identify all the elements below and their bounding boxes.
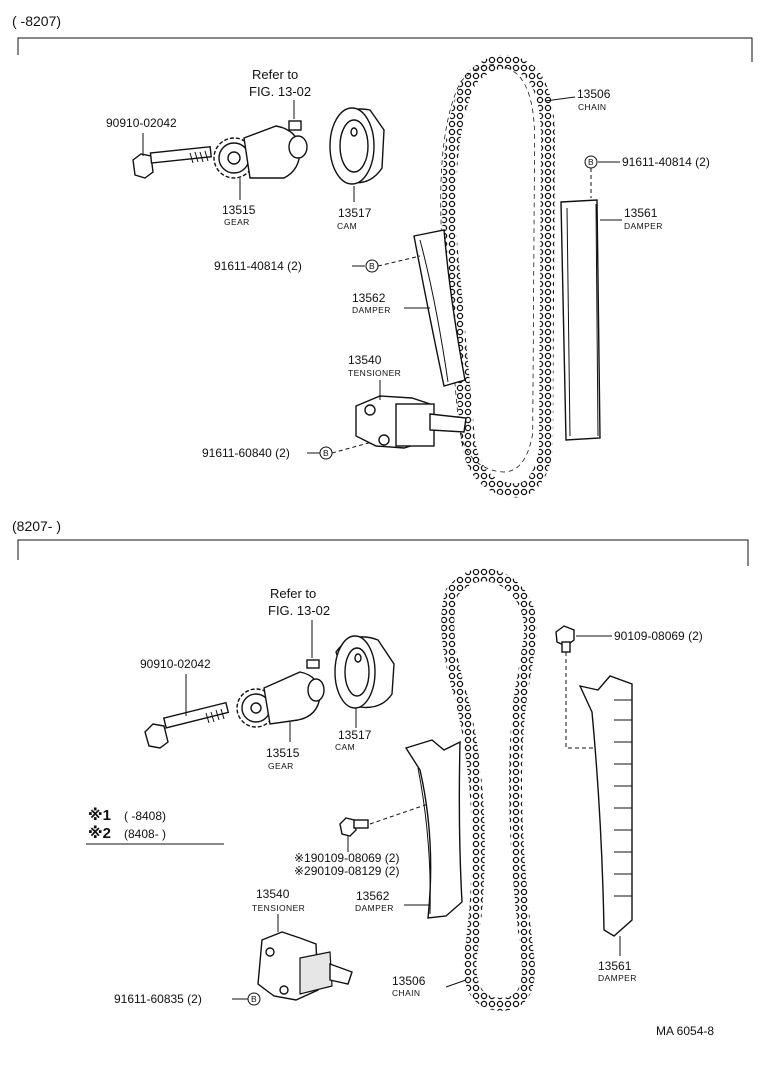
chain2-leader [445, 979, 467, 988]
b3-dash [331, 441, 373, 454]
cam2-part-number: 13517 [338, 728, 372, 742]
b-marker-1: B [584, 155, 598, 169]
chain-icon-2 [441, 568, 538, 1011]
damper1-2-name: DAMPER [598, 973, 637, 983]
bolt-90910-02042-icon-2 [144, 701, 230, 749]
bolt-small-icon [339, 817, 369, 837]
b-marker-4: B [247, 992, 261, 1006]
gear-part-number: 13515 [222, 203, 256, 217]
b1-part-number: 91611-40814 (2) [622, 155, 710, 169]
cam-icon-2 [334, 635, 395, 709]
chain-part-number: 13506 [577, 87, 611, 101]
damper-13561-icon-2 [578, 675, 633, 937]
chain-name: CHAIN [578, 102, 606, 112]
b-marker-2: B [365, 259, 379, 273]
bolt-small-dash [369, 803, 429, 825]
bolt-part-number: 90910-02042 [106, 116, 177, 130]
damper-13562-icon-2 [404, 739, 463, 919]
figure-code: MA 6054-8 [656, 1024, 714, 1038]
cam-name: CAM [337, 221, 357, 231]
svg-text:B: B [251, 994, 257, 1004]
chain2-name: CHAIN [392, 988, 420, 998]
b2-part-number: 91611-40814 (2) [214, 259, 302, 273]
damper2-2-name: DAMPER [355, 903, 394, 913]
tensioner-name: TENSIONER [348, 368, 401, 378]
chain2-part-number: 13506 [392, 974, 426, 988]
cam2-name: CAM [335, 742, 355, 752]
damper-13562-icon [413, 229, 466, 387]
gear-icon-2 [236, 671, 325, 728]
gear2-name: GEAR [268, 761, 294, 771]
bolt-damper-part-number: 90109-08069 (2) [614, 629, 703, 643]
bolt-90910-02042-icon [132, 145, 212, 179]
damper2-name: DAMPER [352, 305, 391, 315]
b3-part-number: 91611-60840 (2) [202, 446, 290, 460]
bolt-note1: ※190109-08069 (2) [294, 851, 399, 865]
damper2-2-part-number: 13562 [356, 889, 390, 903]
b4-part-number: 91611-60835 (2) [114, 992, 202, 1006]
cam-part-number: 13517 [338, 206, 372, 220]
section-2-period: (8207- ) [12, 518, 61, 534]
damper1-2-part-number: 13561 [598, 959, 632, 973]
b2-dash [377, 255, 421, 267]
gear2-part-number: 13515 [266, 746, 300, 760]
tensioner-icon-2 [257, 931, 353, 1001]
tensioner-icon [355, 395, 467, 449]
key-icon [288, 120, 302, 131]
section-1-period: ( -8207) [12, 13, 61, 29]
svg-text:B: B [323, 448, 329, 458]
note1-mark: ※1 [88, 806, 111, 824]
key-icon-2 [306, 659, 320, 669]
note2-mark: ※2 [88, 824, 111, 842]
gear-name: GEAR [224, 217, 250, 227]
chain-leader [544, 96, 576, 102]
cam-icon [329, 107, 385, 185]
ref2-line-1: Refer to [270, 586, 316, 601]
note2-text: (8408- ) [124, 827, 166, 841]
damper-13561-icon [560, 199, 601, 441]
damper2-part-number: 13562 [352, 291, 386, 305]
section-2-bracket [17, 539, 749, 566]
svg-text:B: B [588, 157, 594, 167]
svg-text:B: B [369, 261, 375, 271]
damper1-part-number: 13561 [624, 206, 658, 220]
section-1-bracket [17, 37, 753, 62]
ref-line-2: FIG. 13-02 [249, 84, 311, 99]
bolt-note2: ※290109-08129 (2) [294, 864, 399, 878]
tensioner-part-number: 13540 [348, 353, 382, 367]
section-2: (8207- ) 90910-02042 Refer to FIG. 13-02… [12, 518, 749, 1011]
gear-icon [213, 125, 308, 179]
section-1: ( -8207) 90910-02042 Refer to FIG. 13-02… [12, 13, 753, 498]
tensioner2-part-number: 13540 [256, 887, 290, 901]
damper1-name: DAMPER [624, 221, 663, 231]
chain-icon [440, 54, 556, 498]
ref2-line-2: FIG. 13-02 [268, 603, 330, 618]
bolt-damper-icon [555, 625, 575, 653]
note1-text: ( -8408) [124, 809, 166, 823]
bolt2-part-number: 90910-02042 [140, 657, 211, 671]
b-marker-3: B [319, 446, 333, 460]
bolt-damper-dash [565, 652, 596, 749]
ref-line-1: Refer to [252, 67, 298, 82]
tensioner2-name: TENSIONER [252, 903, 305, 913]
